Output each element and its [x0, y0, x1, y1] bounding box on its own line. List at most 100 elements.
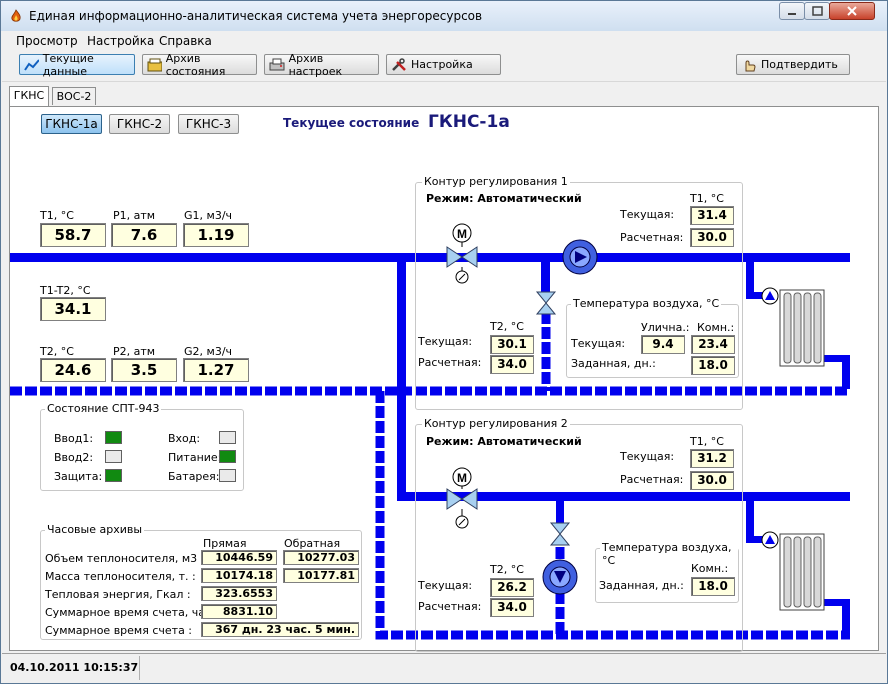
supply-pipe — [10, 253, 850, 262]
circuit2-set-value: 18.0 — [691, 577, 735, 596]
settings-label: Настройка — [411, 58, 473, 71]
tab-gkns[interactable]: ГКНС — [9, 86, 49, 106]
input1-label: Ввод1: — [54, 432, 94, 445]
circuit2-radiator-return-pipe — [822, 599, 850, 606]
t1-value: 58.7 — [40, 223, 106, 247]
circuit2-bypass-pipe — [556, 501, 564, 523]
menu-help[interactable]: Справка — [159, 34, 212, 48]
circuit1-control-valve[interactable]: M — [446, 223, 478, 284]
toolbar: Текущие данные Архив состояния Архив нас… — [2, 51, 886, 82]
circuit1-pump[interactable] — [562, 239, 598, 275]
maximize-button[interactable] — [804, 2, 830, 20]
circuit2-air-group: Температура воздуха, °C — [595, 541, 739, 603]
circuit1-motor-label: M — [457, 227, 467, 241]
power-label: Питание: — [168, 451, 222, 464]
minimize-icon — [788, 13, 796, 15]
circuit1-mode: Режим: Автоматический — [426, 192, 582, 205]
air-current-label: Текущая: — [571, 337, 626, 350]
tab-vos2[interactable]: ВОС-2 — [52, 87, 96, 105]
state-archive-button[interactable]: Архив состояния — [142, 52, 257, 78]
circuit2-return-drop-pipe — [842, 599, 850, 633]
circuit2-calc-label: Расчетная: — [620, 473, 684, 486]
printer-icon — [269, 58, 285, 70]
g2-label: G2, м3/ч — [184, 345, 233, 358]
supply-riser-pipe — [397, 262, 406, 500]
confirm-label: Подтвердить — [761, 58, 838, 71]
maximize-icon — [812, 6, 823, 16]
circuit1-radiator-feed-pipe — [746, 262, 754, 292]
archive-total-label: Суммарное время счета : — [45, 624, 193, 637]
circuit1-radiator-return-pipe — [822, 355, 850, 362]
archive-row-direct: 8831.10 — [201, 604, 277, 619]
close-icon — [847, 6, 857, 16]
air-set-value: 18.0 — [691, 356, 735, 375]
delta-t-label: T1-T2, °C — [40, 284, 91, 297]
close-button[interactable] — [829, 2, 875, 20]
input1-led — [105, 431, 122, 444]
menu-view[interactable]: Просмотр — [16, 34, 78, 48]
circuit1-mixing-valve[interactable] — [535, 291, 557, 315]
entry-label: Вход: — [168, 432, 201, 445]
circuit2-room-label: Комн.: — [691, 562, 729, 575]
title-bar[interactable]: Единая информационно-аналитическая систе… — [1, 1, 887, 31]
motor-icon — [452, 467, 472, 487]
pump-arrow-icon — [575, 251, 587, 263]
circuit2-motor-label: M — [457, 471, 467, 485]
circuit2-t2-calc-value: 34.0 — [490, 598, 534, 617]
current-state-label: Текущее состояние — [283, 116, 420, 130]
delta-t-value: 34.1 — [40, 297, 106, 321]
circuit2-mixing-valve[interactable] — [549, 522, 571, 546]
circuit2-air-title: Температура воздуха, °C — [600, 541, 738, 567]
settings-archive-label: Архив настроек — [288, 51, 343, 78]
circuit2-t2-label: T2, °C — [490, 563, 524, 576]
minimize-button[interactable] — [779, 2, 805, 20]
pipeline-diagram: M — [10, 223, 850, 640]
station-title: ГКНС-1а — [428, 112, 510, 132]
battery-label: Батарея: — [168, 470, 220, 483]
pump-arrow-icon — [554, 571, 566, 583]
station-gkns-1a-button[interactable]: ГКНС-1а — [41, 114, 102, 134]
protection-label: Защита: — [54, 470, 103, 483]
app-flame-icon — [11, 9, 21, 22]
current-data-button[interactable]: Текущие данные — [19, 52, 135, 78]
menu-settings[interactable]: Настройка — [87, 34, 155, 48]
circuit2-return-pipe — [375, 391, 850, 640]
hourly-archive-title: Часовые архивы — [45, 523, 145, 536]
circuit2-current-value: 31.2 — [690, 449, 734, 468]
circuit1-t1-label: T1, °C — [690, 192, 724, 205]
circuit2-control-valve[interactable]: M — [446, 467, 478, 529]
archive-row-label: Масса теплоносителя, т. : — [45, 570, 196, 583]
circuit1-air-group: Температура воздуха, °C — [566, 297, 739, 378]
confirm-button[interactable]: Подтвердить — [736, 54, 850, 75]
p1-label: P1, атм — [113, 209, 156, 222]
circuit1-current-label: Текущая: — [620, 208, 675, 221]
g2-value: 1.27 — [183, 358, 249, 382]
status-datetime: 04.10.2011 10:15:37 — [10, 661, 139, 674]
circuit2-supply-pipe — [397, 492, 850, 501]
circuit2-t1-label: T1, °C — [690, 435, 724, 448]
entry-led — [219, 431, 236, 444]
archive-row-label: Тепловая энергия, Гкал : — [45, 588, 191, 601]
archive-row-direct: 10174.18 — [201, 568, 277, 583]
input2-label: Ввод2: — [54, 451, 94, 464]
circuit1-radiator — [761, 287, 825, 367]
menu-bar: Просмотр Настройка Справка — [2, 31, 886, 51]
archive-col-direct: Прямая — [203, 537, 247, 550]
settings-button[interactable]: Настройка — [386, 54, 501, 75]
power-led — [219, 450, 236, 463]
archive-box-icon — [147, 58, 162, 71]
status-separator — [139, 656, 140, 680]
archive-row-label: Объем теплоносителя, м3 : — [45, 552, 205, 565]
settings-archive-button[interactable]: Архив настроек — [264, 51, 379, 78]
circuit2-t2-current-label: Текущая: — [418, 579, 473, 592]
circuit2-t2-current-value: 26.2 — [490, 578, 534, 597]
room-temp-value: 23.4 — [691, 335, 735, 354]
station-gkns-2-button[interactable]: ГКНС-2 — [109, 114, 170, 134]
protection-led — [105, 469, 122, 482]
window-title: Единая информационно-аналитическая систе… — [29, 9, 483, 23]
circuit1-calc-value: 30.0 — [690, 228, 734, 247]
battery-led — [219, 469, 236, 482]
circuit2-pump[interactable] — [542, 559, 578, 595]
station-gkns-3-button[interactable]: ГКНС-3 — [178, 114, 239, 134]
